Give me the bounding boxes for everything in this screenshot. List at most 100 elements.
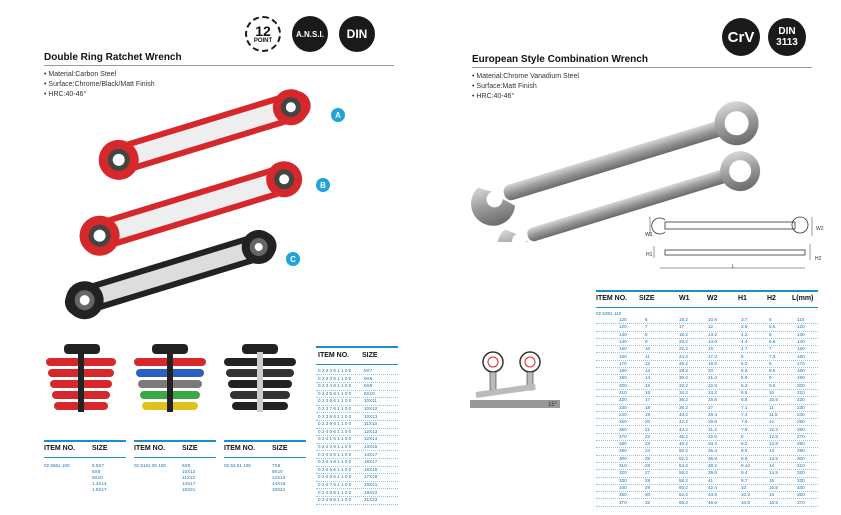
combo-length: 370	[797, 499, 805, 505]
middle-table-row-separator	[316, 389, 398, 391]
combo-w2: 29.8	[708, 419, 717, 425]
combo-h1: 5.6	[741, 368, 748, 374]
combo-length: 280	[797, 441, 805, 447]
combo-header-h1: H1	[738, 295, 747, 302]
combo-w1: 62.2	[679, 492, 688, 498]
combo-length: 260	[797, 426, 805, 432]
combo-w2: 35.4	[708, 448, 717, 454]
middle-table-item-no: 0 2 3 3 6 1 1 0 0	[318, 375, 352, 381]
combo-length: 300	[797, 455, 805, 461]
combo-length: 130	[797, 331, 805, 337]
combo-h2: 14	[769, 463, 775, 468]
combo-w2: 12	[708, 324, 714, 330]
combo-row-separator	[596, 491, 818, 493]
combo-w1: 18.2	[679, 331, 688, 337]
combo-item-no: 330	[619, 477, 627, 483]
middle-table-header-item: ITEM NO.	[318, 352, 350, 359]
table-item-no: 02 52 61 100	[224, 463, 251, 468]
angle-label: 15°	[548, 402, 558, 408]
combo-w2: 36.8	[708, 455, 717, 461]
combo-size: 9	[645, 338, 648, 344]
combo-w1: 50.2	[679, 448, 688, 454]
combo-w1: 40.2	[679, 411, 688, 417]
combo-w1: 32.2	[679, 382, 688, 388]
combo-size: 8	[645, 331, 648, 337]
combo-row-separator	[596, 359, 818, 361]
combo-row-separator	[596, 425, 818, 427]
combo-size: 16	[645, 390, 651, 395]
combo-item-no: 120	[619, 317, 627, 322]
dim-l: L	[732, 264, 735, 270]
combo-size: 32	[645, 499, 651, 505]
combo-size: 19	[645, 411, 651, 417]
table-header-size: SIZE	[272, 445, 288, 452]
middle-table-size: 10X13	[364, 413, 378, 419]
middle-table-size: 17X19	[364, 474, 378, 480]
combo-h1: 5.3	[741, 360, 748, 366]
combo-size: 21	[645, 426, 651, 432]
combo-row-separator	[596, 469, 818, 471]
combo-w1: 26.2	[679, 360, 688, 366]
combo-w2: 31.2	[708, 426, 717, 432]
combo-item-no: 250	[619, 419, 627, 425]
combo-row-separator	[596, 337, 818, 339]
combo-h2: 15	[769, 477, 775, 483]
dim-h2: H2	[815, 256, 822, 262]
combo-size: 26	[645, 463, 651, 468]
combo-size: 15	[645, 382, 651, 388]
combo-row-separator	[596, 418, 818, 420]
combo-size: 17	[645, 397, 651, 403]
combo-w2: 14.6	[708, 338, 717, 344]
middle-table-item-no: 0 2 3 7 6 1 1 0 0	[318, 406, 352, 411]
combo-h2: 14.5	[769, 470, 778, 476]
combo-size: 22	[645, 433, 651, 439]
combo-h1: 8.5	[741, 448, 748, 454]
middle-table-item-no: 0 2 3 2 6 1 1 0 0	[318, 368, 352, 373]
combo-w1: 66.2	[679, 499, 688, 505]
combo-w2: 25.6	[708, 397, 717, 403]
right-title-rule	[472, 67, 812, 68]
combo-h2: 8	[769, 360, 772, 366]
middle-table-size: 12X13	[364, 428, 378, 434]
combo-size: 23	[645, 441, 651, 447]
combo-w2: 10.8	[708, 317, 717, 322]
combo-length: 180	[797, 368, 805, 374]
table-top-rule	[224, 440, 306, 442]
combo-h2: 7.5	[769, 353, 776, 359]
middle-table-row-separator	[316, 458, 398, 459]
middle-table-size: 6X9	[364, 383, 373, 389]
wrench-set-racks	[46, 344, 296, 412]
rack-black-set	[224, 344, 296, 412]
table-header-item: ITEM NO.	[134, 445, 166, 452]
combo-item-no: 300	[619, 455, 627, 461]
table-size-list: 7X8 9X10 12X13 14X15 19X21	[272, 463, 286, 492]
letter-a-marker: A	[331, 108, 345, 122]
combo-item-no: 310	[619, 463, 627, 468]
combo-size: 25	[645, 455, 651, 461]
combo-w1: 36.2	[679, 397, 688, 403]
middle-table-size: 13X15	[364, 444, 378, 449]
combo-row-separator	[596, 367, 818, 368]
combo-h1: 6.2	[741, 382, 748, 388]
combo-h1: 9.4	[741, 470, 748, 476]
combo-h1: 7.4	[741, 411, 748, 417]
combo-h2: 16	[769, 492, 775, 498]
letter-c-marker: C	[286, 252, 300, 266]
angle-diagram	[470, 351, 560, 408]
combo-h1: 9.14	[741, 463, 750, 468]
point-number: 12	[255, 22, 271, 39]
table-header-item: ITEM NO.	[224, 445, 256, 452]
combo-h1: 7.8	[741, 426, 748, 432]
combo-h1: 5.9	[741, 375, 748, 381]
middle-table-header-rule	[316, 364, 398, 365]
table-item-no: 02 5561 100	[44, 463, 70, 468]
din-badge: DIN	[339, 16, 375, 52]
middle-table-item-no: 0 2 3 8 6 1 1 0 0	[318, 413, 352, 419]
combo-w1: 46.2	[679, 433, 688, 439]
middle-table-size: 16X18	[364, 466, 378, 472]
combo-row-separator	[596, 403, 818, 405]
ansi-badge: A.N.S.I.	[292, 16, 328, 52]
middle-table-size: 19X21	[364, 482, 378, 487]
combo-header-w1: W1	[679, 295, 690, 302]
middle-table-item-no: 0 2 4 6 6 1 1 0 0	[318, 474, 352, 480]
